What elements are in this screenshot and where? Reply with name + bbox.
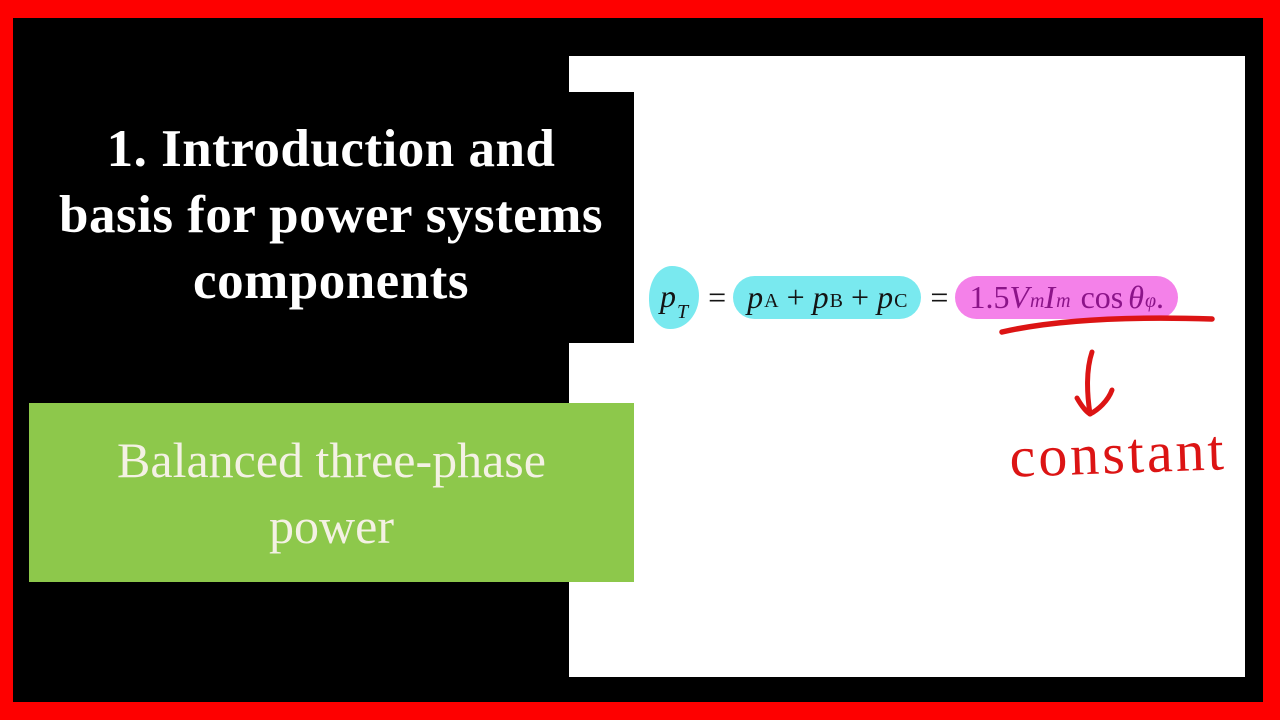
rhs-coefficient: 1.5 (969, 278, 1010, 315)
topic-line-2: power (269, 497, 394, 554)
lecture-title: 1. Introduction and basis for power syst… (28, 116, 634, 314)
rhs-voltage-base: V (1009, 278, 1029, 315)
lecture-title-line-2: basis for power systems (59, 186, 603, 244)
lecture-title-line-3: components (193, 252, 469, 310)
title-block-extension (569, 92, 634, 343)
topic-line-1: Balanced three-phase (117, 431, 546, 488)
down-arrow-icon (1085, 349, 1095, 417)
topic-box: Balanced three-phase power (29, 403, 634, 582)
highlight-pT: pT (649, 265, 700, 329)
phase-c-base: p (877, 278, 894, 315)
rhs-theta-base: θ (1128, 278, 1144, 315)
down-arrow-head-right (1087, 387, 1115, 417)
hand-drawn-underline-icon (999, 315, 1215, 335)
plus-sign: + (786, 278, 805, 315)
equals-sign: = (708, 278, 726, 315)
rhs-period: . (1156, 278, 1165, 315)
phase-a-base: p (747, 278, 764, 315)
rhs-current-base: I (1044, 278, 1056, 315)
equals-sign: = (930, 278, 948, 315)
hand-annotations (999, 315, 1215, 417)
equation-lhs-sub: T (677, 300, 689, 323)
handwritten-constant-label: constant (1008, 417, 1228, 490)
equation-lhs-base: p (660, 277, 676, 314)
lecture-title-line-1: 1. Introduction and (106, 120, 556, 178)
phase-b-base: p (812, 278, 829, 315)
rhs-cos-function: cos (1080, 278, 1124, 315)
plus-sign: + (851, 278, 870, 315)
content-panel (569, 56, 1245, 677)
